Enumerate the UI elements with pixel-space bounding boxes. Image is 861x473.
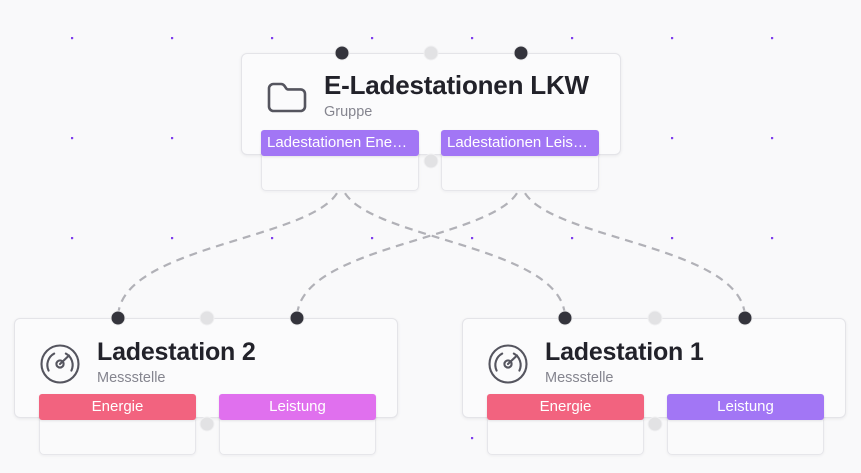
edge-group-leistung-to-station2 — [295, 179, 523, 319]
handle-group-bottom-middle[interactable] — [423, 153, 439, 169]
node-text: Ladestation 1 Messstelle — [545, 339, 704, 388]
edge-group-leistung-to-station1 — [519, 179, 747, 319]
handle-station1-top-middle[interactable] — [647, 310, 663, 326]
channel-ladestationen-energie[interactable]: Ladestationen Ene… — [261, 130, 419, 191]
handle-station1-top-left[interactable] — [557, 310, 573, 326]
channel-station2-leistung[interactable]: Leistung — [219, 394, 376, 455]
node-header: E-Ladestationen LKW Gruppe — [242, 54, 620, 122]
channel-pill-label[interactable]: Energie — [39, 394, 196, 420]
edge-group-energie-to-station1 — [339, 179, 567, 319]
channel-ladestationen-leistung[interactable]: Ladestationen Leis… — [441, 130, 599, 191]
channel-station1-energie[interactable]: Energie — [487, 394, 644, 455]
gauge-icon — [485, 341, 531, 387]
channel-pill-label[interactable]: Energie — [487, 394, 644, 420]
node-subtitle: Gruppe — [324, 103, 373, 120]
gauge-icon — [37, 341, 83, 387]
handle-station1-top-right[interactable] — [737, 310, 753, 326]
handle-station2-bottom-middle[interactable] — [199, 416, 215, 432]
handle-group-top-right[interactable] — [513, 45, 529, 61]
handle-group-top-middle[interactable] — [423, 45, 439, 61]
node-header: Ladestation 1 Messstelle — [463, 319, 845, 388]
node-header: Ladestation 2 Messstelle — [15, 319, 397, 388]
channel-pill-label[interactable]: Leistung — [667, 394, 824, 420]
channel-station2-energie[interactable]: Energie — [39, 394, 196, 455]
channel-pill-label[interactable]: Leistung — [219, 394, 376, 420]
node-title: E-Ladestationen LKW — [324, 70, 589, 100]
folder-icon — [264, 74, 310, 120]
node-text: Ladestation 2 Messstelle — [97, 339, 256, 388]
node-title: Ladestation 1 — [545, 338, 704, 366]
node-subtitle: Messstelle — [545, 369, 614, 386]
handle-station1-bottom-middle[interactable] — [647, 416, 663, 432]
node-text: E-Ladestationen LKW Gruppe — [324, 70, 589, 122]
node-title: Ladestation 2 — [97, 338, 256, 366]
channel-pill-label[interactable]: Ladestationen Ene… — [261, 130, 419, 156]
channel-station1-leistung[interactable]: Leistung — [667, 394, 824, 455]
edge-group-energie-to-station2 — [116, 179, 343, 319]
node-subtitle: Messstelle — [97, 369, 166, 386]
handle-group-top-left[interactable] — [334, 45, 350, 61]
handle-station2-top-left[interactable] — [110, 310, 126, 326]
handle-station2-top-right[interactable] — [289, 310, 305, 326]
channel-pill-label[interactable]: Ladestationen Leis… — [441, 130, 599, 156]
handle-station2-top-middle[interactable] — [199, 310, 215, 326]
